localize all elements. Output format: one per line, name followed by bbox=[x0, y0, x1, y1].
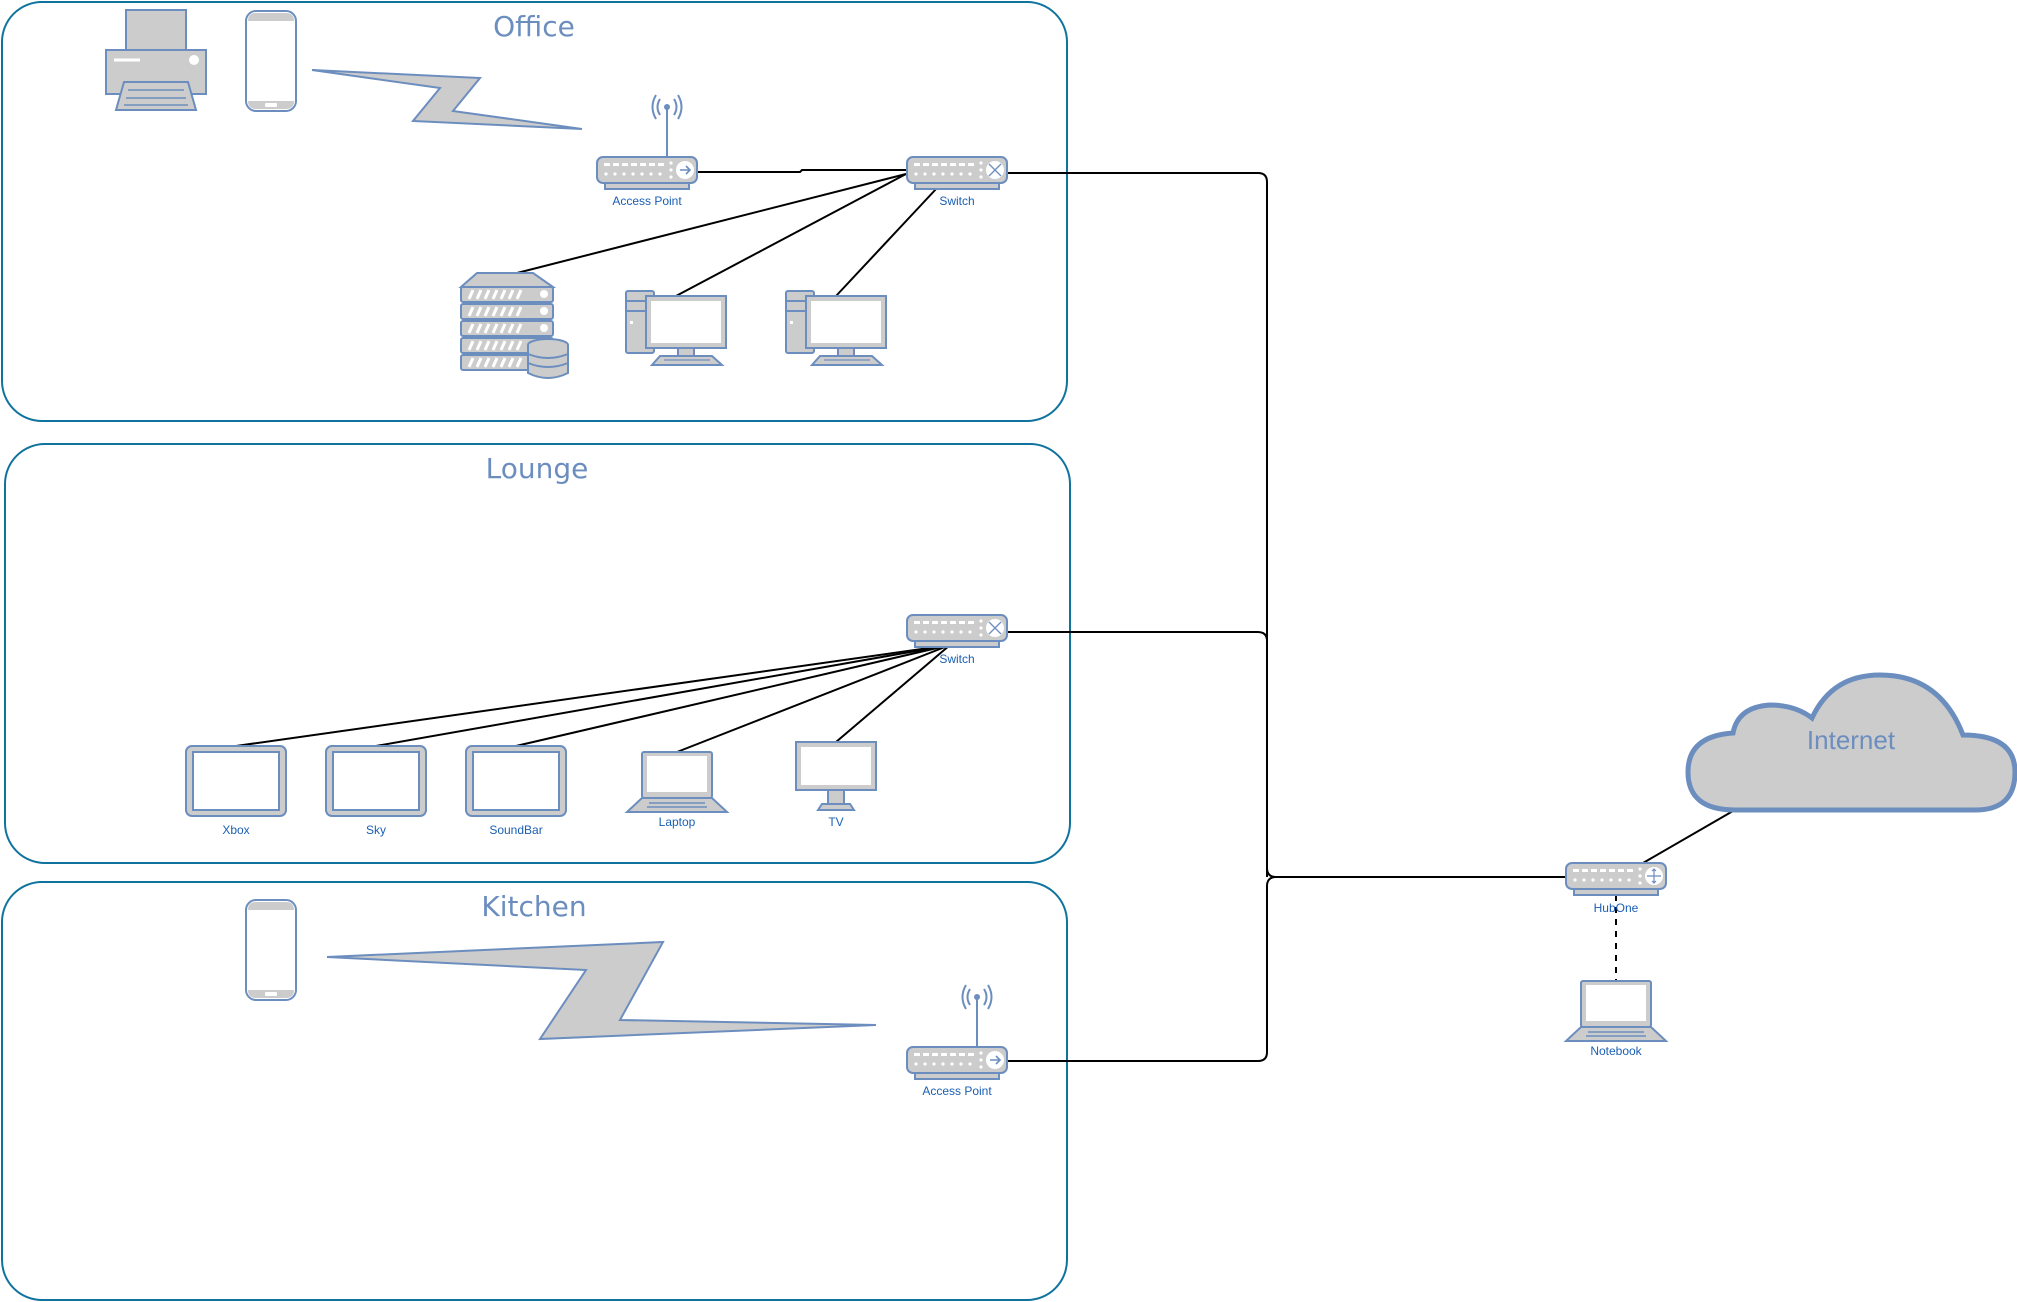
room-office-title: Office bbox=[493, 10, 575, 43]
office-server[interactable] bbox=[459, 271, 570, 380]
lounge-switch-label: Switch bbox=[939, 652, 974, 666]
lounge-laptop-label: Laptop bbox=[659, 815, 696, 829]
internet-label: Internet bbox=[1807, 725, 1896, 755]
lounge-xbox[interactable]: Xbox bbox=[185, 745, 287, 837]
link-lounge-switch-sky[interactable] bbox=[375, 644, 951, 747]
link-hub-internet[interactable] bbox=[1642, 810, 1734, 864]
link-office-switch-pc1[interactable] bbox=[675, 173, 907, 297]
room-kitchen: Kitchen bbox=[1, 881, 1068, 1301]
switch-icon bbox=[907, 157, 1007, 189]
link-office-ap-switch[interactable] bbox=[697, 169, 906, 173]
internet-cloud[interactable]: Internet bbox=[1685, 672, 2017, 813]
laptop-icon bbox=[626, 751, 728, 813]
lounge-switch[interactable]: Switch bbox=[907, 615, 1007, 666]
mobile-phone-icon bbox=[245, 10, 297, 112]
lounge-soundbar[interactable]: SoundBar bbox=[465, 745, 567, 837]
room-kitchen-title: Kitchen bbox=[481, 890, 586, 923]
kitchen-access-point[interactable]: Access Point bbox=[907, 985, 1007, 1098]
tablet-icon bbox=[185, 745, 287, 817]
link-lounge-switch-soundbar[interactable] bbox=[515, 644, 951, 747]
room-lounge-title: Lounge bbox=[486, 452, 589, 485]
lounge-xbox-label: Xbox bbox=[222, 823, 249, 837]
office-switch-label: Switch bbox=[939, 194, 974, 208]
link-lounge-switch-tv[interactable] bbox=[835, 644, 951, 743]
switch-icon bbox=[907, 615, 1007, 647]
office-access-point-label: Access Point bbox=[612, 194, 682, 208]
wireless-link-office bbox=[311, 69, 583, 130]
room-kitchen-border bbox=[1, 881, 1068, 1301]
lounge-sky-label: Sky bbox=[366, 823, 386, 837]
hub-label: HubOne bbox=[1594, 901, 1639, 915]
office-switch[interactable]: Switch bbox=[907, 157, 1007, 208]
link-office-switch-hub[interactable] bbox=[1007, 172, 1566, 878]
link-lounge-switch-laptop[interactable] bbox=[676, 644, 951, 753]
lounge-soundbar-label: SoundBar bbox=[489, 823, 542, 837]
database-server-icon bbox=[459, 271, 570, 380]
hub-router[interactable]: HubOne bbox=[1566, 863, 1666, 915]
cloud-icon bbox=[1685, 672, 2017, 813]
lounge-tv[interactable]: TV bbox=[795, 741, 877, 829]
kitchen-phone[interactable] bbox=[245, 899, 297, 1001]
office-phone[interactable] bbox=[245, 10, 297, 112]
notebook-label: Notebook bbox=[1590, 1044, 1642, 1058]
lounge-laptop[interactable]: Laptop bbox=[626, 751, 728, 829]
lounge-tv-label: TV bbox=[828, 815, 843, 829]
link-office-switch-server[interactable] bbox=[516, 173, 907, 274]
mobile-phone-icon bbox=[245, 899, 297, 1001]
link-lounge-switch-hub[interactable] bbox=[1007, 631, 1268, 877]
link-lounge-switch-xbox[interactable] bbox=[235, 644, 951, 747]
kitchen-access-point-label: Access Point bbox=[922, 1084, 992, 1098]
router-icon bbox=[1566, 863, 1666, 895]
laptop-icon bbox=[1565, 980, 1667, 1042]
tablet-icon bbox=[465, 745, 567, 817]
link-office-switch-pc2[interactable] bbox=[835, 187, 938, 297]
connections bbox=[235, 169, 1734, 1062]
wireless-link-kitchen bbox=[326, 940, 877, 1041]
tablet-icon bbox=[325, 745, 427, 817]
lounge-sky[interactable]: Sky bbox=[325, 745, 427, 837]
notebook[interactable]: Notebook bbox=[1565, 980, 1667, 1058]
link-kitchen-ap-hub[interactable] bbox=[1007, 876, 1277, 1062]
office-access-point[interactable]: Access Point bbox=[597, 95, 697, 208]
